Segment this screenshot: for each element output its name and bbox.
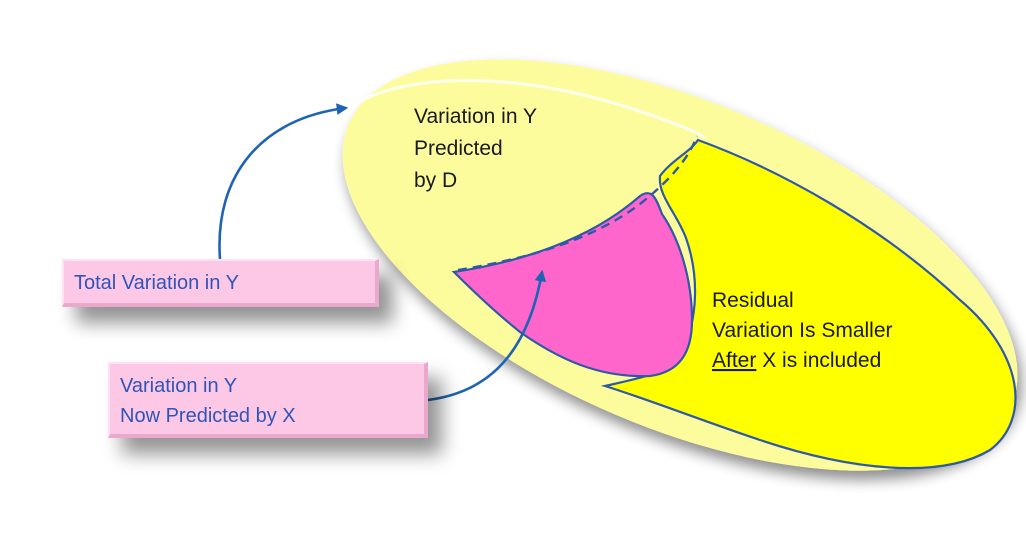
arrow-predicted-by-x <box>427 269 547 402</box>
label-now-predicted-by-x: Variation in Y Now Predicted by X <box>108 362 428 438</box>
region-residual <box>600 138 1017 470</box>
region-predicted-by-x <box>451 192 694 378</box>
label-total-variation: Total Variation in Y <box>62 259 379 307</box>
label-now-predicted-line2: Now Predicted by X <box>120 405 296 427</box>
residual-label: Residual Variation Is Smaller After X is… <box>712 289 898 372</box>
label-now-predicted-line1: Variation in Y <box>120 375 238 397</box>
label-total-variation-text: Total Variation in Y <box>74 272 239 294</box>
dashed-boundary <box>457 135 699 272</box>
arrow-total-variation <box>218 103 349 260</box>
ellipse-rim-highlight <box>345 79 706 140</box>
predicted-by-d-label: Variation in Y Predicted by D <box>414 105 542 192</box>
after-underlined: After <box>712 349 756 372</box>
